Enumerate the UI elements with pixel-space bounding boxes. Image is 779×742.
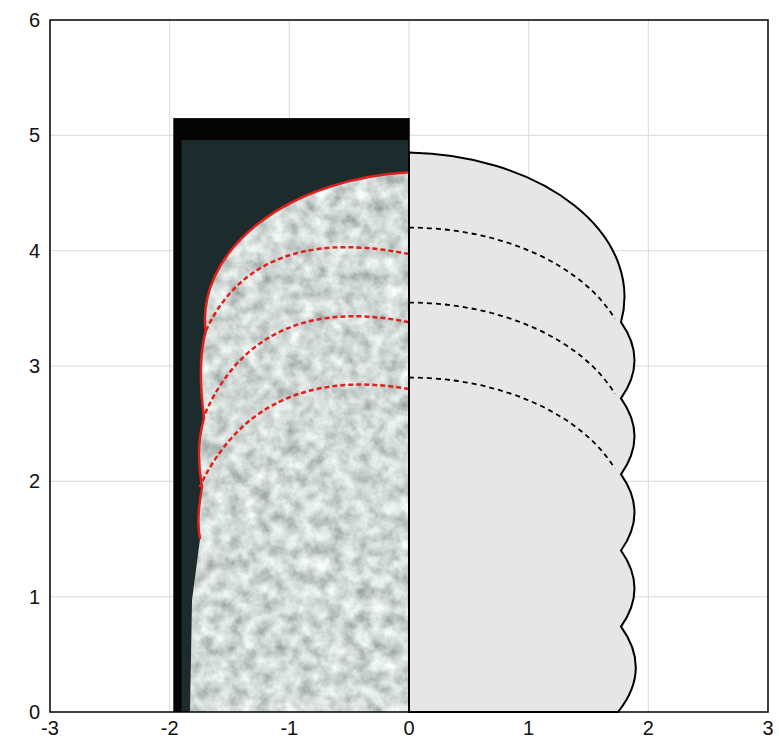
melt-pool-outline xyxy=(198,172,409,539)
micrograph-frame xyxy=(173,118,409,712)
y-tick-label: 2 xyxy=(0,469,40,493)
micrograph-specimen xyxy=(182,150,409,712)
y-tick-label: 4 xyxy=(0,239,40,263)
y-tick-label: 6 xyxy=(0,8,40,32)
simulated-shape xyxy=(409,153,636,712)
x-tick-label: 0 xyxy=(379,716,439,740)
axes-frame xyxy=(50,20,768,712)
grid-lines xyxy=(50,20,768,712)
x-tick-label: -2 xyxy=(140,716,200,740)
x-tick-label: 2 xyxy=(618,716,678,740)
y-tick-label: 1 xyxy=(0,585,40,609)
layer-boundaries-simulated xyxy=(409,228,615,469)
symmetry-line xyxy=(408,118,410,712)
micrograph-background xyxy=(182,140,409,712)
x-tick-label: 3 xyxy=(738,716,779,740)
y-tick-label: 3 xyxy=(0,354,40,378)
plot-area xyxy=(50,20,768,712)
x-tick-label: -1 xyxy=(259,716,319,740)
x-tick-label: -3 xyxy=(20,716,80,740)
y-tick-label: 5 xyxy=(0,123,40,147)
x-tick-label: 1 xyxy=(499,716,559,740)
y-tick-label: 0 xyxy=(0,700,40,724)
layer-boundaries-measured xyxy=(200,247,409,487)
